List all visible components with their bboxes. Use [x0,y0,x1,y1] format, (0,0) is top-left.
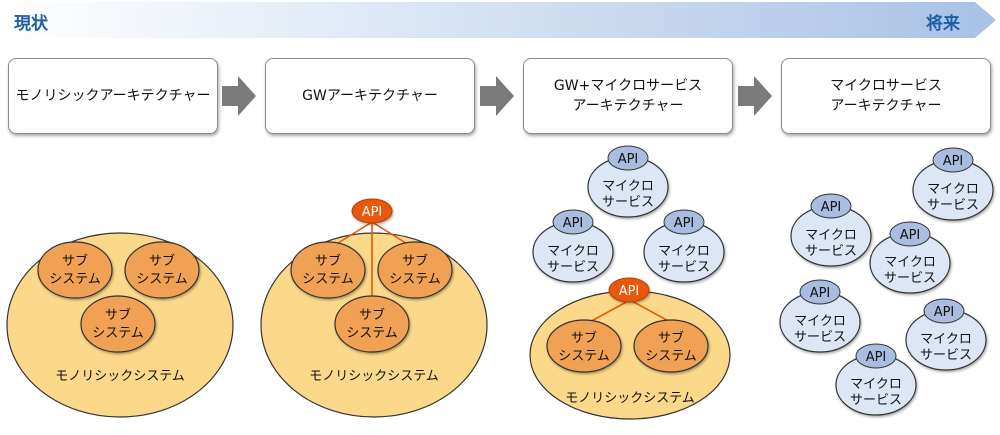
svg-text:API: API [618,152,639,167]
banner-current-label: 現状 [14,14,48,34]
api-gateway: API [351,198,393,224]
svg-text:サブ: サブ [658,330,684,346]
svg-text:サブ: サブ [105,307,131,323]
svg-text:サービス: サービス [602,195,654,210]
svg-text:API: API [619,284,640,299]
svg-text:マイクロ: マイクロ [658,244,710,259]
svg-text:システム: システム [136,272,188,287]
svg-text:API: API [563,216,584,231]
stage-gw-microservices-line1: GW+マイクロサービス [553,78,703,94]
svg-text:サブ: サブ [402,253,428,269]
svg-text:サービス: サービス [920,348,972,363]
subsystem: サブ システム [546,319,622,373]
arrow-right-icon [480,76,514,116]
stage-monolithic-title: モノリシックアーキテクチャー [15,88,211,104]
stage-monolithic: モノリシックアーキテクチャー [8,58,218,134]
subsystem: サブ システム [633,319,709,373]
svg-text:API: API [943,154,964,169]
microservice: マイクロ サービス API [912,147,994,221]
svg-text:サブ: サブ [359,307,385,323]
microservice: マイクロ サービス API [790,193,872,267]
svg-text:サブ: サブ [315,253,341,269]
stage-microservices-line1: マイクロサービス [830,78,942,94]
svg-text:サービス: サービス [927,198,979,213]
microservices-diagram: マイクロ サービス API マイクロ サービス API マイクロ サービス AP… [779,147,994,416]
microservice: マイクロ サービス API [587,145,669,218]
svg-text:サービス: サービス [884,271,936,286]
svg-text:システム: システム [389,272,441,287]
svg-text:システム: システム [558,349,610,364]
svg-text:サービス: サービス [850,393,902,408]
microservice: マイクロ サービス API [779,279,861,353]
svg-text:サブ: サブ [571,330,597,346]
subsystem: サブ システム [124,241,200,299]
svg-text:マイクロ: マイクロ [805,228,857,243]
stage-gw-microservices: GW+マイクロサービス アーキテクチャー [523,58,733,134]
svg-text:API: API [934,305,955,320]
svg-text:マイクロ: マイクロ [794,314,846,329]
stage-microservices-line2: アーキテクチャー [830,98,942,114]
svg-text:サービス: サービス [547,260,599,275]
svg-text:システム: システム [49,272,101,287]
svg-text:サブ: サブ [62,253,88,269]
monolithic-system-label: モノリシックシステム [309,369,439,384]
svg-text:マイクロ: マイクロ [927,182,979,197]
subsystem: サブ システム [80,295,156,353]
svg-text:API: API [362,205,383,220]
subsystem: サブ システム [377,241,453,299]
svg-text:マイクロ: マイクロ [547,244,599,259]
microservice: マイクロ サービス API [869,221,951,294]
svg-text:サービス: サービス [805,244,857,259]
svg-text:システム: システム [92,326,144,341]
svg-text:API: API [674,216,695,231]
svg-text:API: API [866,350,887,365]
svg-text:システム: システム [302,272,354,287]
microservice: マイクロ サービス API [532,209,614,283]
monolithic-system-1: サブ システム サブ システム サブ システム モノリシックシステム [6,232,234,418]
subsystem: サブ システム [334,295,410,353]
timeline-banner [0,2,996,38]
stage-microservices: マイクロサービス アーキテクチャー [781,58,991,134]
arrow-right-icon [222,76,256,116]
svg-text:サービス: サービス [794,330,846,345]
svg-text:システム: システム [645,349,697,364]
subsystem: サブ システム [37,241,113,299]
svg-text:マイクロ: マイクロ [884,255,936,270]
microservice: マイクロ サービス API [905,298,987,371]
svg-text:マイクロ: マイクロ [850,377,902,392]
monolithic-system-label: モノリシックシステム [565,391,695,406]
svg-text:API: API [900,228,921,243]
subsystem: サブ システム [290,241,366,299]
api-gateway: API [608,277,650,303]
stage-gw: GWアーキテクチャー [265,58,475,134]
svg-text:マイクロ: マイクロ [602,179,654,194]
monolithic-system-label: モノリシックシステム [55,369,185,384]
arrow-right-icon [738,76,772,116]
svg-text:マイクロ: マイクロ [920,332,972,347]
banner-future-label: 将来 [926,14,960,34]
svg-text:サブ: サブ [149,253,175,269]
gw-architecture-diagram: サブ システム サブ システム サブ システム API モノリシックシステム [260,198,488,418]
svg-text:API: API [821,200,842,215]
svg-text:システム: システム [346,326,398,341]
svg-text:API: API [810,286,831,301]
microservice: マイクロ サービス API [835,343,917,416]
stage-gw-microservices-line2: アーキテクチャー [572,98,684,114]
stage-gw-title: GWアーキテクチャー [302,88,438,104]
svg-text:サービス: サービス [658,260,710,275]
gw-microservices-diagram: マイクロ サービス API マイクロ サービス API マイクロ サービス AP… [529,145,731,420]
microservice: マイクロ サービス API [643,209,725,283]
